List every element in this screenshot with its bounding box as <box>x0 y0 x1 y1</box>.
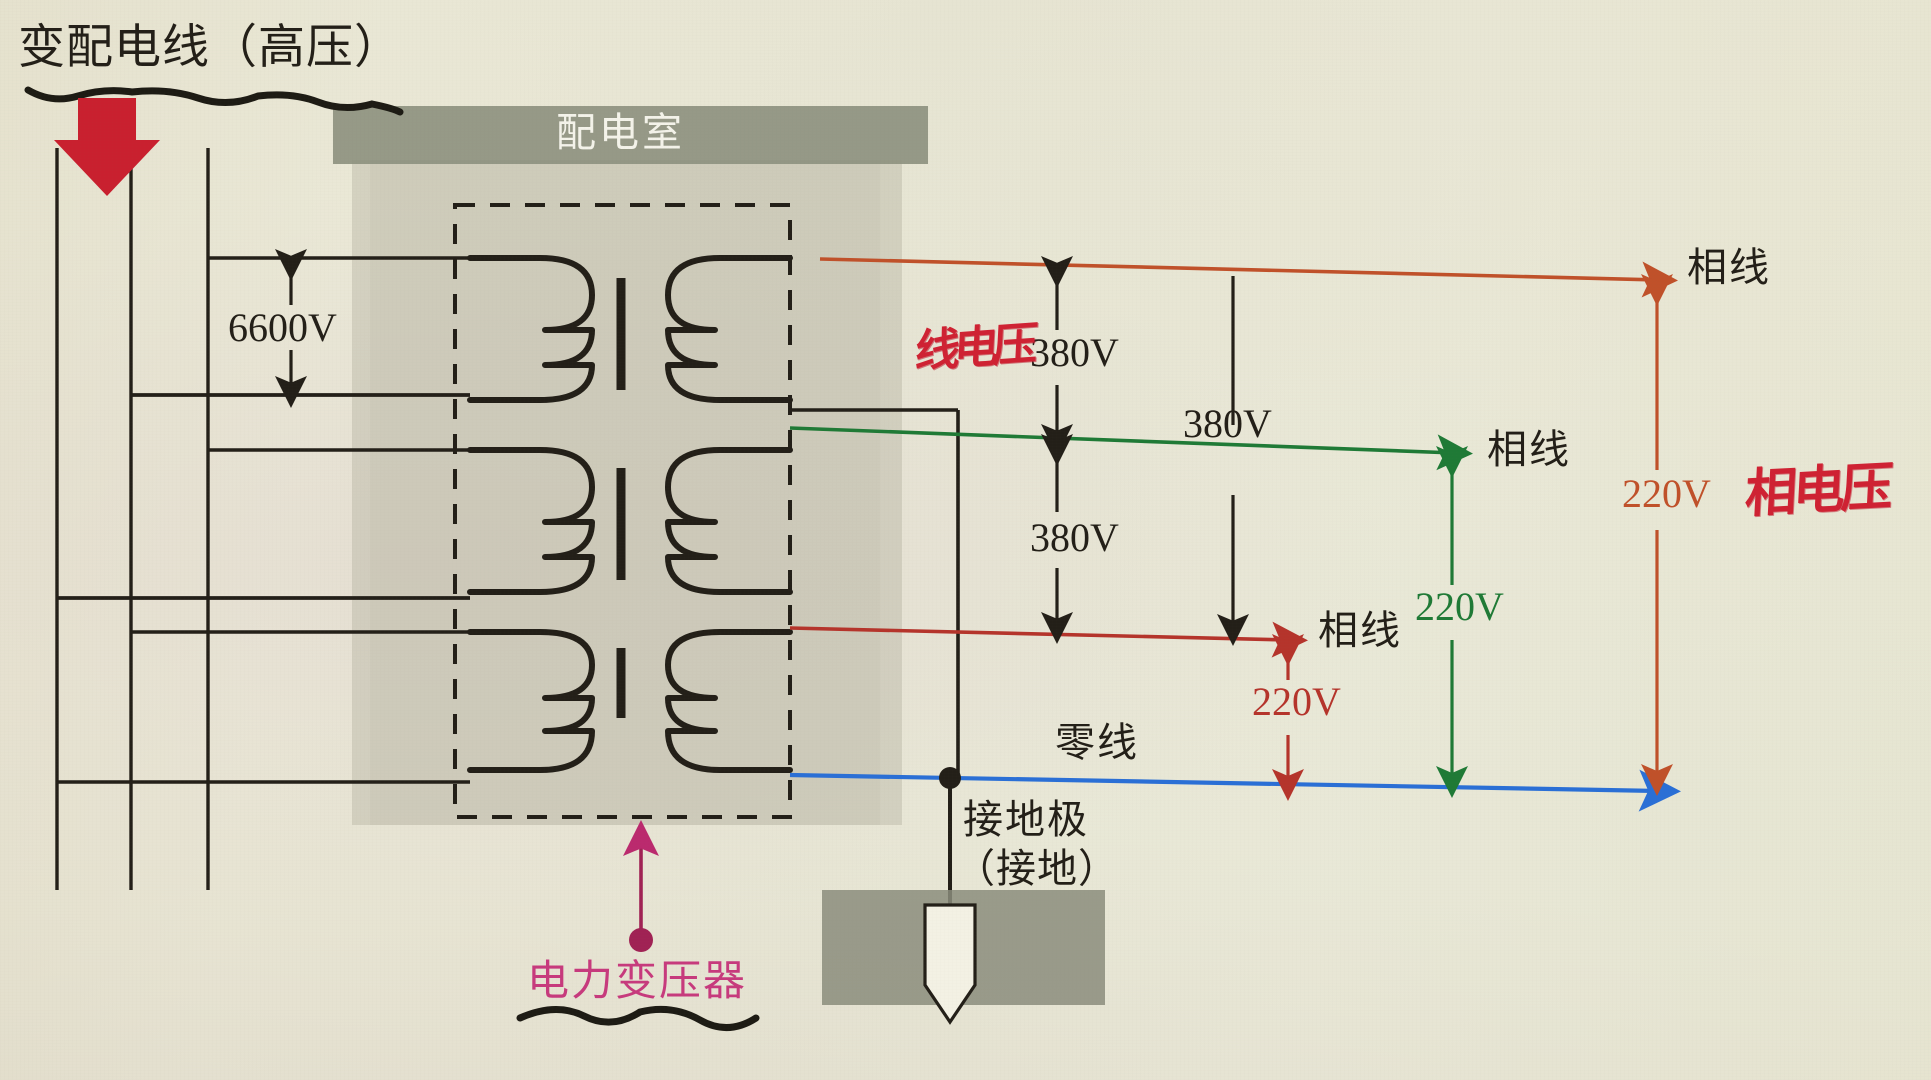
phase-label-low: 相线 <box>1318 608 1402 654</box>
neutral-label: 零线 <box>1055 720 1139 766</box>
phase-line-mid <box>789 426 1473 471</box>
voltage-label-220v-orange: 220V <box>1622 471 1711 516</box>
incoming-power-arrow <box>54 98 160 196</box>
neutral-line <box>789 769 1681 812</box>
voltage-label-220v-red: 220V <box>1252 679 1341 724</box>
phase-line-low <box>789 621 1308 658</box>
ground-electrode <box>822 778 1105 1025</box>
secondary-neutral-tie <box>790 408 960 782</box>
handwritten-phase-voltage: 相电压 <box>1743 457 1891 525</box>
primary-voltage-label: 6600V <box>228 305 337 350</box>
distribution-room-body <box>352 160 902 825</box>
voltage-label-380v-b: 380V <box>1183 401 1272 446</box>
distribution-room-banner <box>333 106 928 164</box>
phase-label-top: 相线 <box>1687 245 1771 291</box>
page-title: 变配电线（高压） <box>18 20 402 75</box>
title-underline-squiggle <box>24 86 404 116</box>
voltage-label-220v-green: 220V <box>1415 584 1504 629</box>
transformer-primary-windings <box>467 255 595 773</box>
transformer-secondary-windings <box>665 255 793 773</box>
transformer-label: 电力变压器 <box>527 956 748 1005</box>
distribution-room-label: 配电室 <box>556 110 685 156</box>
primary-feed-lines-2 <box>57 448 470 784</box>
hv-incoming-lines <box>55 148 210 890</box>
voltage-label-380v-c: 380V <box>1030 515 1119 560</box>
transformer-callout <box>516 820 760 1031</box>
handwritten-line-voltage: 线电压 <box>913 316 1034 379</box>
ground-label-line2: （接地） <box>955 846 1119 892</box>
ground-label-line1: 接地极 <box>963 797 1089 843</box>
phase-label-mid: 相线 <box>1487 427 1571 473</box>
phase-line-top <box>819 257 1678 298</box>
voltage-label-380v-a: 380V <box>1030 330 1119 375</box>
transformer-dashed-box <box>453 203 792 819</box>
